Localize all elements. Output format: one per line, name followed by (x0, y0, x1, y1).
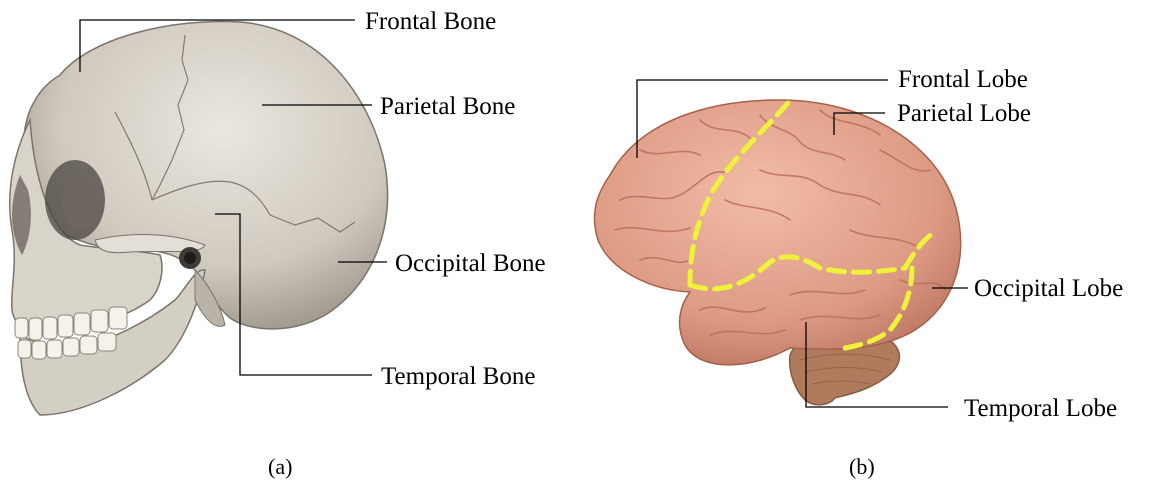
brain-illustration (594, 100, 960, 405)
label-frontal-lobe: Frontal Lobe (898, 67, 1028, 92)
caption-b: (b) (849, 456, 875, 478)
label-temporal-lobe: Temporal Lobe (964, 396, 1117, 421)
cerebrum (594, 100, 960, 365)
skull-illustration (10, 21, 388, 415)
label-occipital-bone: Occipital Bone (395, 251, 546, 276)
label-frontal-bone: Frontal Bone (365, 9, 496, 34)
label-parietal-bone: Parietal Bone (380, 94, 515, 119)
label-parietal-lobe: Parietal Lobe (897, 101, 1031, 126)
label-occipital-lobe: Occipital Lobe (974, 276, 1123, 301)
caption-a: (a) (268, 456, 292, 478)
label-temporal-bone: Temporal Bone (381, 364, 535, 389)
